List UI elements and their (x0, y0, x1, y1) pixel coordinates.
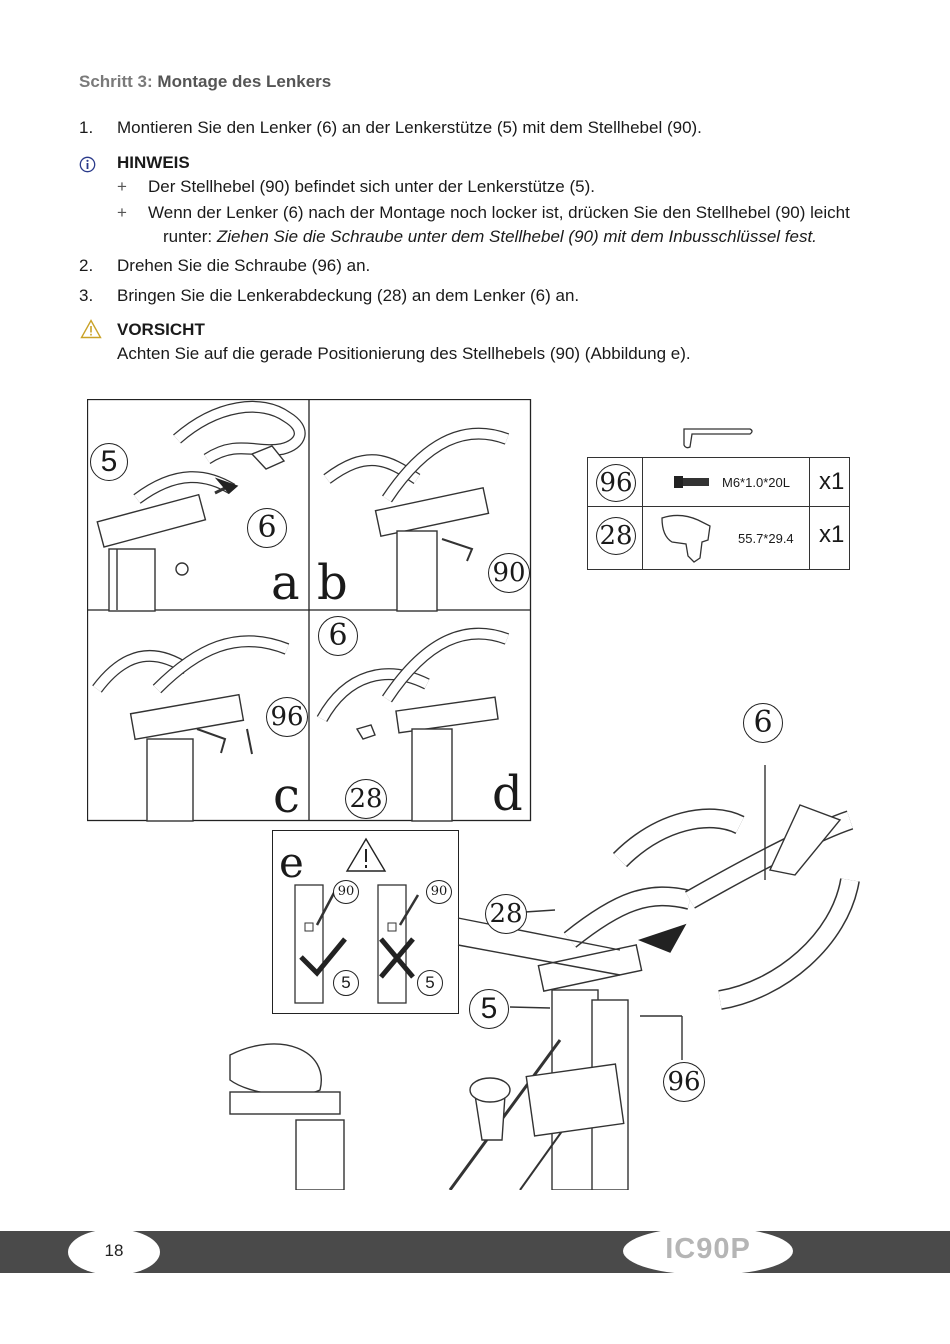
callout-main-28: 28 (485, 894, 527, 934)
callout-a-5: 5 (90, 443, 128, 481)
panel-letter-b: b (317, 555, 348, 611)
hint-title: HINWEIS (117, 153, 190, 172)
callout-e-90-right: 90 (426, 880, 452, 904)
page-number: 18 (104, 1241, 124, 1260)
panel-e: e 90 90 5 5 (272, 830, 459, 1014)
part-qty-28: x1 (819, 521, 845, 548)
bolt-icon (674, 476, 709, 488)
hint-bullet-1: + (117, 177, 127, 196)
assembly-panels-abcd (87, 399, 532, 822)
part-spec-28: 55.7*29.4 (738, 531, 794, 546)
caution-text: Achten Sie auf die gerade Positionierung… (117, 344, 691, 363)
panel-letter-d: d (492, 766, 523, 822)
callout-c-96: 96 (266, 697, 308, 737)
cross-icon (379, 937, 415, 979)
panel-letter-c: c (273, 768, 300, 824)
parts-table: 96 M6*1.0*20L x1 28 55.7*29.4 x1 (587, 457, 850, 570)
step-2-number: 2. (79, 256, 94, 275)
hint-item-2-italic: Ziehen Sie die Schraube unter dem Stellh… (216, 227, 817, 246)
warning-icon-e (345, 837, 387, 872)
step-1-text: Montieren Sie den Lenker (6) an der Lenk… (117, 118, 702, 137)
warning-triangle-icon (80, 319, 102, 339)
part-number-96: 96 (596, 464, 636, 502)
table-divider (809, 458, 810, 569)
callout-e-5-right: 5 (417, 970, 443, 996)
step-1-number: 1. (79, 118, 94, 137)
hint-bullet-2: + (117, 203, 127, 222)
panel-letter-e: e (279, 838, 304, 887)
check-icon (299, 937, 347, 977)
caution-title: VORSICHT (117, 320, 205, 339)
panel-letter-a: a (271, 555, 300, 611)
callout-b-90: 90 (488, 553, 530, 593)
callout-e-90-left: 90 (333, 880, 359, 904)
panel-a-drawing (96, 400, 306, 612)
callout-main-5: 5 (469, 989, 509, 1029)
callout-d-6: 6 (318, 616, 358, 656)
model-name: IC90P (665, 1233, 751, 1265)
step-3-text: Bringen Sie die Lenkerabdeckung (28) an … (117, 286, 580, 305)
allen-key-icon (683, 428, 753, 449)
table-divider (642, 458, 643, 569)
callout-d-28: 28 (345, 779, 387, 819)
step-3-number: 3. (79, 286, 94, 305)
info-icon (79, 156, 96, 173)
callout-main-96: 96 (663, 1062, 705, 1102)
footer-page-pill (68, 1229, 160, 1275)
part-spec-96: M6*1.0*20L (722, 475, 790, 490)
step-title: Montage des Lenkers (157, 72, 332, 91)
part-qty-96: x1 (819, 468, 845, 495)
panel-d-drawing (316, 627, 510, 822)
hint-item-2-continuation: runter: Ziehen Sie die Schraube unter de… (163, 225, 817, 249)
main-assembly-drawing (229, 765, 860, 1190)
footer-brand-pill (623, 1227, 793, 1275)
panel-c-drawing (92, 635, 290, 822)
table-divider (588, 506, 849, 507)
panel-b-drawing (323, 427, 510, 612)
part-number-28: 28 (596, 517, 636, 555)
callout-e-5-left: 5 (333, 970, 359, 996)
cover-icon (661, 514, 711, 563)
hint-item-2-normal: runter: (163, 227, 217, 246)
callout-main-6: 6 (743, 703, 783, 743)
step-prefix: Schritt 3: (79, 72, 153, 91)
step-2-text: Drehen Sie die Schraube (96) an. (117, 256, 371, 275)
hint-item-1: Der Stellhebel (90) befindet sich unter … (148, 177, 595, 196)
lever-alignment-drawing (294, 884, 420, 1004)
hint-item-2: Wenn der Lenker (6) nach der Montage noc… (148, 203, 850, 222)
step-heading: Schritt 3: Montage des Lenkers (79, 72, 331, 92)
callout-a-6: 6 (247, 508, 287, 548)
